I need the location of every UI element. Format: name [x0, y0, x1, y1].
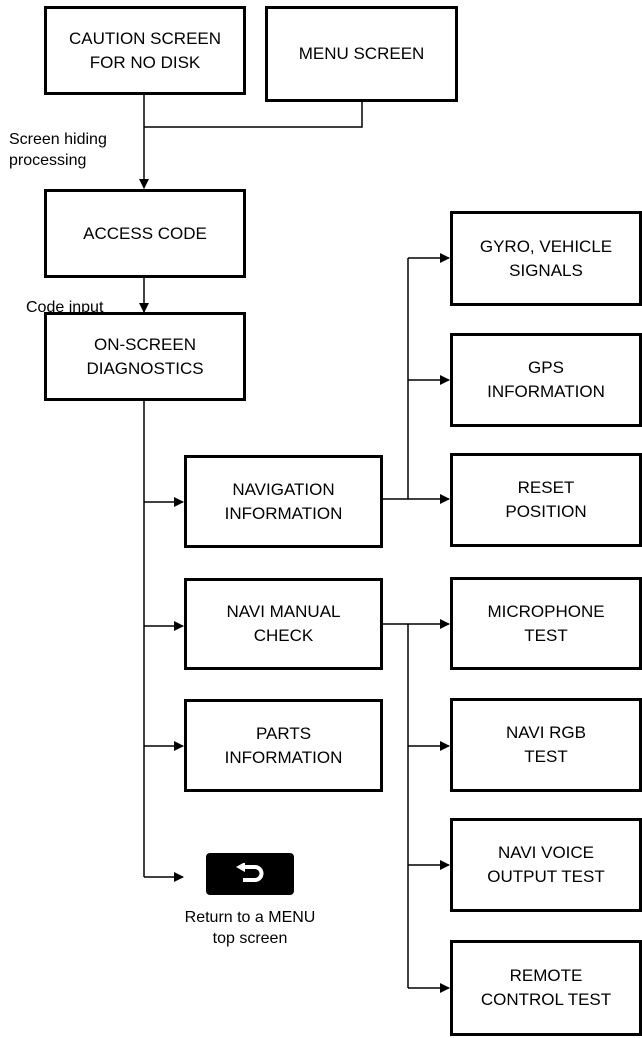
gyro-vehicle-signals-box: GYRO, VEHICLE SIGNALS [450, 211, 642, 306]
navigation-information-box: NAVIGATION INFORMATION [184, 455, 383, 548]
navi-rgb-test-box: NAVI RGB TEST [450, 698, 642, 792]
navi-voice-output-test-box: NAVI VOICE OUTPUT TEST [450, 818, 642, 912]
navi-manual-check-box: NAVI MANUAL CHECK [184, 578, 383, 670]
caution-screen-box: CAUTION SCREEN FOR NO DISK [44, 6, 246, 95]
access-code-box: ACCESS CODE [44, 189, 246, 278]
return-arrow-icon [236, 863, 264, 882]
remote-control-test-box: REMOTE CONTROL TEST [450, 940, 642, 1036]
screen-hiding-label: Screen hiding processing [9, 131, 107, 169]
on-screen-diagnostics-box: ON-SCREEN DIAGNOSTICS [44, 312, 246, 401]
return-button[interactable] [206, 853, 294, 895]
gps-information-box: GPS INFORMATION [450, 333, 642, 427]
return-caption: Return to a MENU top screen [184, 909, 316, 947]
menu-screen-box: MENU SCREEN [265, 6, 458, 102]
microphone-test-box: MICROPHONE TEST [450, 577, 642, 670]
parts-information-box: PARTS INFORMATION [184, 699, 383, 792]
reset-position-box: RESET POSITION [450, 453, 642, 547]
code-input-label: Code input [26, 299, 104, 316]
